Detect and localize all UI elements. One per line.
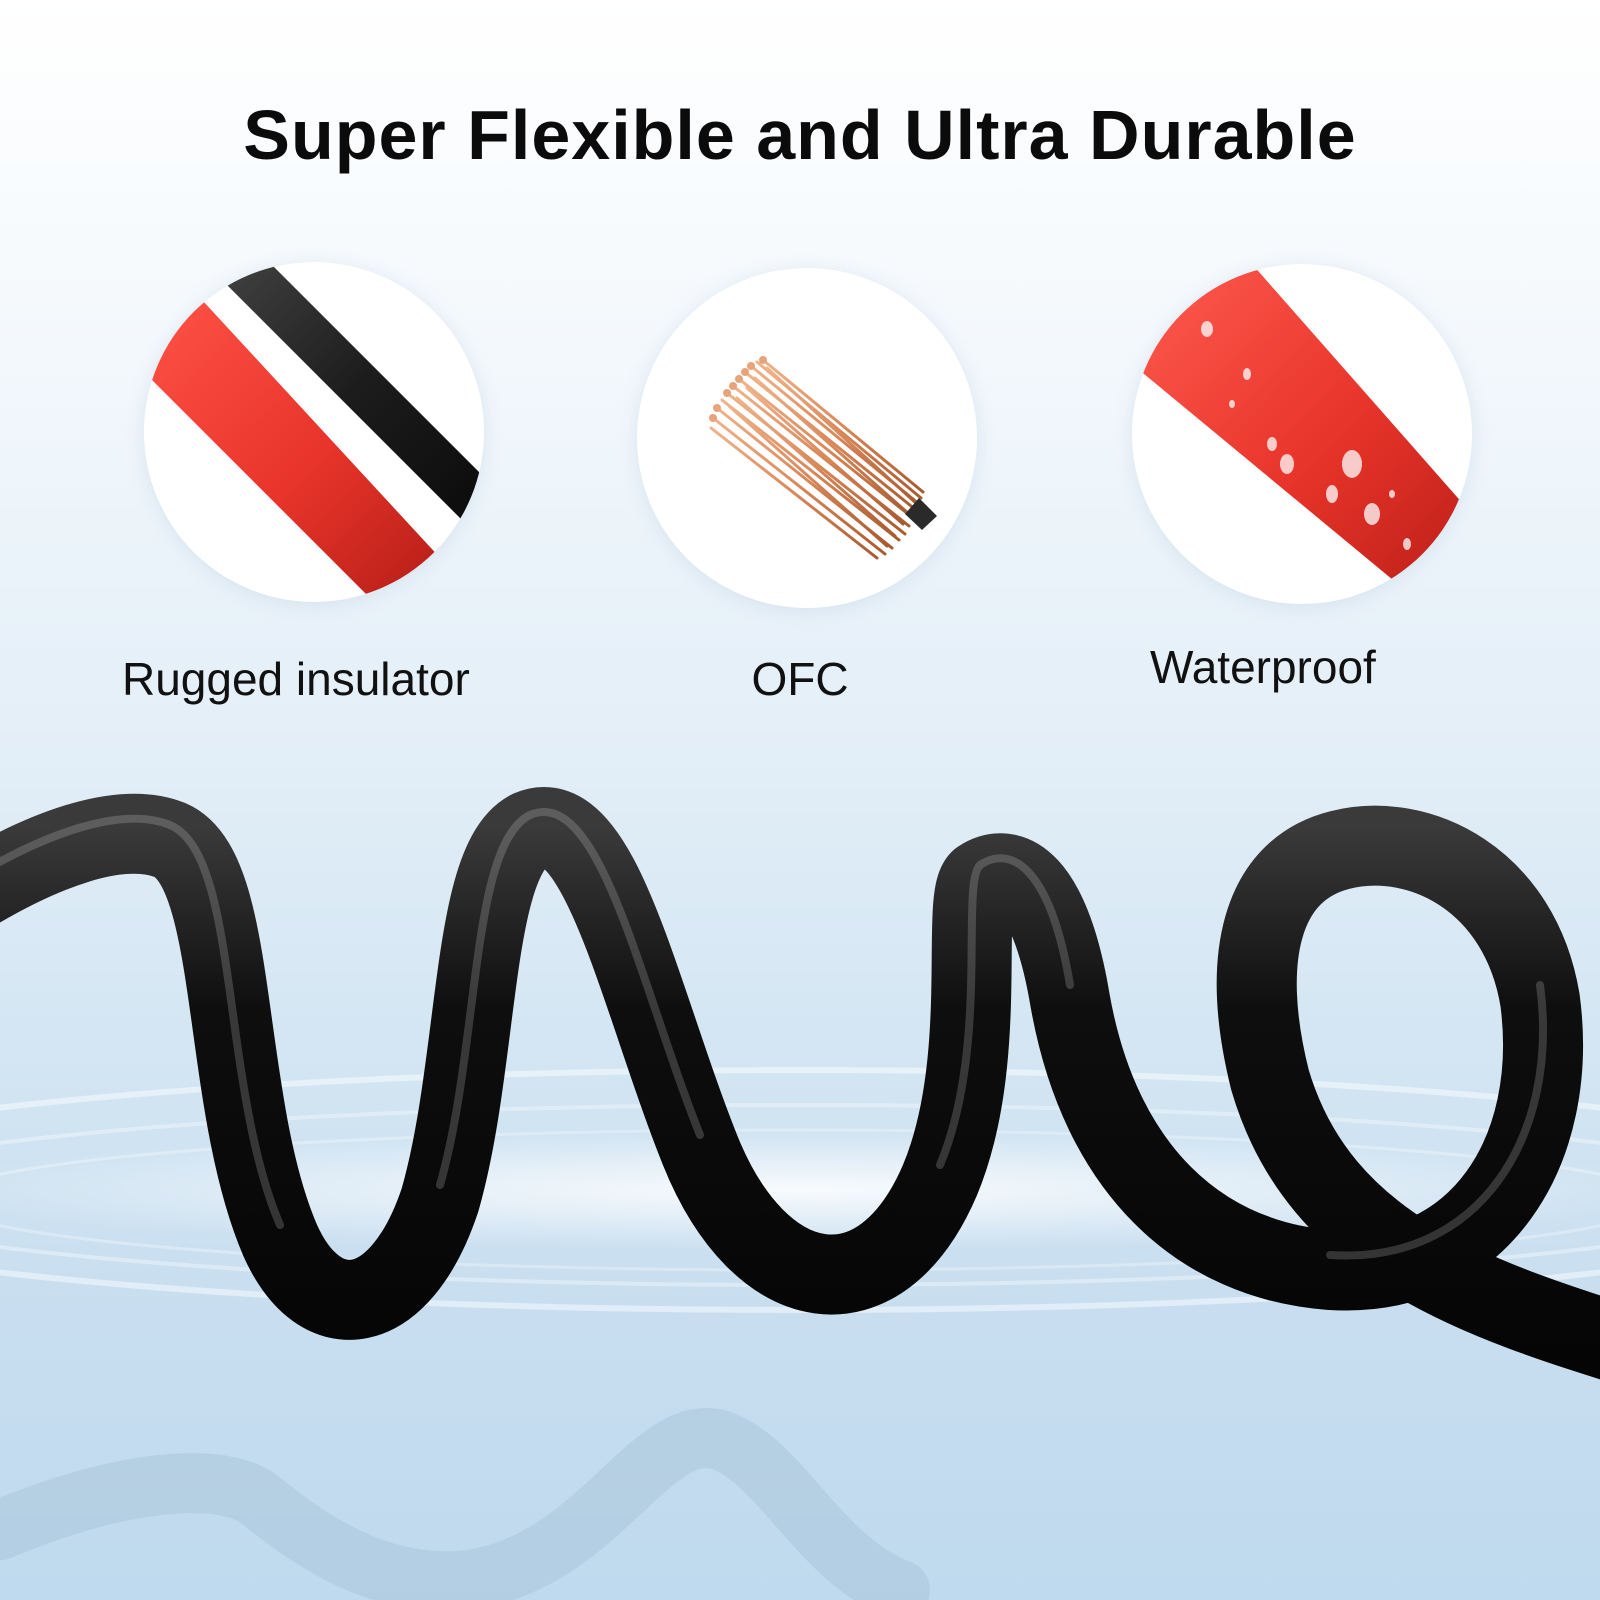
- water-droplets-icon: [1132, 264, 1472, 604]
- feature-label-waterproof: Waterproof: [1150, 641, 1376, 693]
- feature-circle-waterproof: [1132, 264, 1472, 604]
- feature-label-insulator: Rugged insulator: [122, 653, 470, 705]
- copper-strands-icon: [709, 356, 937, 560]
- headline: Super Flexible and Ultra Durable: [243, 96, 1357, 174]
- feature-circle-insulator: [144, 262, 484, 602]
- insulated-wire-icon: [144, 262, 484, 602]
- feature-circle-ofc: [637, 268, 977, 608]
- feature-label-ofc: OFC: [751, 653, 849, 705]
